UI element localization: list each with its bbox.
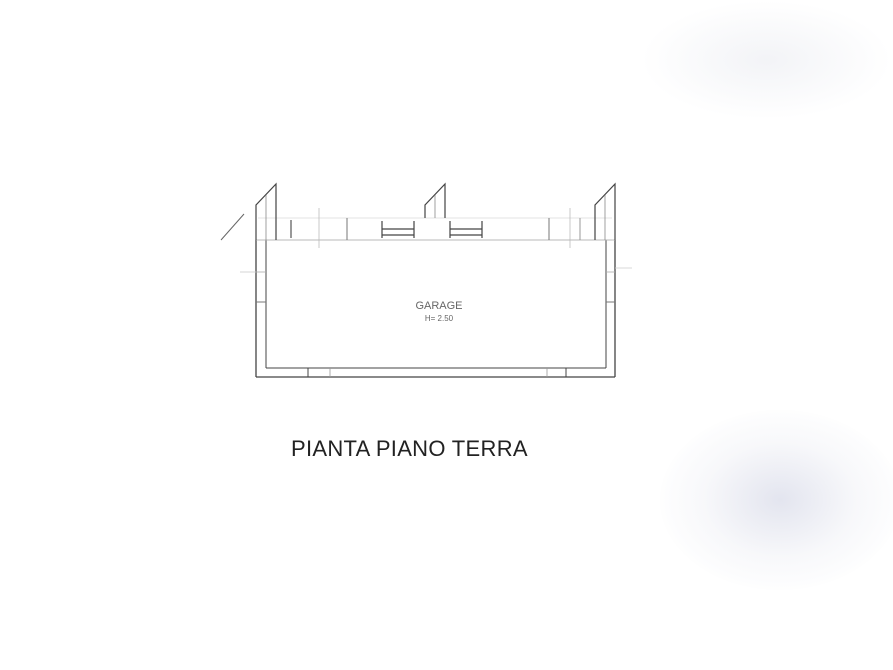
window-left bbox=[381, 221, 415, 238]
section-cut-line bbox=[220, 213, 245, 241]
wall-pilaster-left bbox=[255, 182, 277, 240]
room-height-label: H= 2.50 bbox=[425, 314, 454, 323]
plan-title: PIANTA PIANO TERRA bbox=[291, 436, 528, 461]
wall-pilaster-right bbox=[594, 182, 616, 240]
room-walls bbox=[255, 240, 616, 378]
window-right bbox=[449, 221, 483, 238]
room-name-label: GARAGE bbox=[415, 300, 462, 312]
front-facade bbox=[256, 208, 615, 248]
wall-pilaster-center bbox=[424, 182, 446, 218]
dimension-ticks bbox=[240, 267, 632, 273]
